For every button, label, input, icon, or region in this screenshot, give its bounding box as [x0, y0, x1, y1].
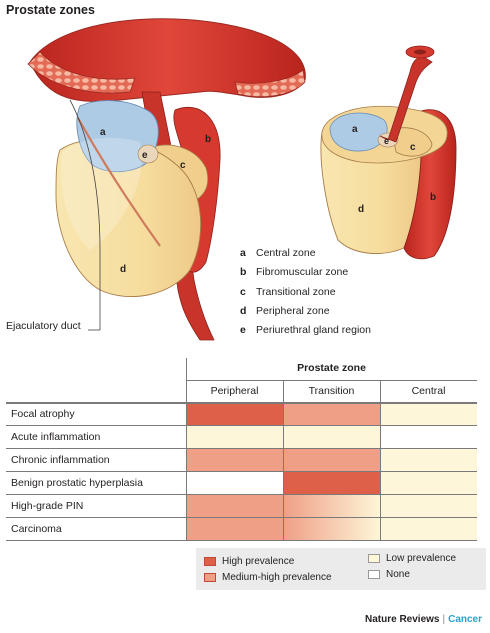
table-row: High-grade PIN	[6, 495, 477, 518]
prevalence-cell-transition	[283, 472, 380, 495]
column-header-peripheral: Peripheral	[210, 385, 259, 397]
zone-key-letter: a	[240, 247, 246, 259]
prevalence-cell-central	[380, 426, 477, 449]
legend-item-high: High prevalence	[204, 556, 294, 567]
prevalence-cell-transition	[283, 495, 380, 518]
prevalence-cell-central	[380, 403, 477, 426]
table-row: Benign prostatic hyperplasia	[6, 472, 477, 495]
table-rule	[6, 471, 477, 472]
prevalence-cell-peripheral	[186, 403, 283, 426]
figure-title: Prostate zones	[6, 3, 95, 17]
prevalence-cell-central	[380, 449, 477, 472]
zone-key-e: e Periurethral gland region	[240, 321, 371, 340]
row-label: Focal atrophy	[11, 408, 75, 420]
right-label-c: c	[410, 142, 416, 153]
table-rule	[6, 425, 477, 426]
table-rule	[6, 540, 477, 541]
left-label-c: c	[180, 160, 186, 171]
right-label-e: e	[384, 136, 389, 146]
credit-line: Nature Reviews|Cancer	[365, 614, 482, 625]
right-prostate-diagram: a b c d e	[320, 45, 457, 260]
row-label: Carcinoma	[11, 523, 62, 535]
row-label: High-grade PIN	[11, 500, 84, 512]
credit-separator: |	[442, 614, 446, 625]
prostate-anatomy-illustration: a b c d e a b c d e	[27, 18, 457, 341]
left-label-b: b	[205, 134, 211, 145]
zone-key-letter: b	[240, 266, 247, 279]
legend-swatch	[204, 557, 216, 566]
legend-label: None	[386, 569, 410, 580]
legend-swatch	[368, 554, 380, 563]
left-label-a: a	[100, 127, 106, 138]
zone-key-name: Fibromuscular zone	[256, 266, 349, 279]
zone-key-letter: e	[240, 324, 246, 337]
zone-key-d: d Peripheral zone	[240, 302, 371, 321]
legend-label: High prevalence	[222, 556, 295, 567]
legend-item-low: Low prevalence	[368, 553, 456, 564]
legend-swatch	[368, 570, 380, 579]
table-rule	[186, 358, 187, 541]
prevalence-cell-transition	[283, 403, 380, 426]
publisher-brand: Nature Reviews	[365, 614, 440, 625]
zone-key-name: Periurethral gland region	[256, 324, 371, 337]
legend-item-medium-high: Medium-high prevalence	[204, 572, 332, 583]
right-label-a: a	[352, 124, 358, 135]
table-rule	[6, 494, 477, 495]
table-row: Focal atrophy	[6, 403, 477, 426]
journal-name: Cancer	[448, 614, 482, 625]
right-label-b: b	[430, 192, 436, 203]
prevalence-cell-central	[380, 495, 477, 518]
zone-key-letter: c	[240, 285, 246, 298]
left-label-e: e	[142, 150, 148, 161]
table-rule	[6, 448, 477, 449]
prevalence-cell-peripheral	[186, 426, 283, 449]
zone-key-b: b Fibromuscular zone	[240, 263, 371, 282]
legend-label: Low prevalence	[386, 553, 457, 564]
prevalence-cell-transition	[283, 426, 380, 449]
row-label: Acute inflammation	[11, 431, 101, 443]
prevalence-cell-central	[380, 472, 477, 495]
left-label-d: d	[120, 264, 126, 275]
table-rule	[6, 517, 477, 518]
zone-key-letter: d	[240, 304, 247, 317]
table-group-header: Prostate zone	[297, 362, 366, 374]
table-rule	[186, 380, 477, 381]
table-row: Acute inflammation	[6, 426, 477, 449]
column-header-central: Central	[411, 385, 446, 397]
zone-key-name: Transitional zone	[256, 285, 336, 298]
prevalence-cell-transition	[283, 449, 380, 472]
zone-key-a: a Central zone	[240, 244, 371, 263]
right-label-d: d	[358, 204, 364, 215]
prevalence-cell-central	[380, 518, 477, 541]
prevalence-cell-peripheral	[186, 495, 283, 518]
legend-label: Medium-high prevalence	[222, 572, 332, 583]
ejaculatory-duct-label: Ejaculatory duct	[6, 320, 81, 332]
table-rule	[380, 380, 381, 541]
prevalence-cell-peripheral	[186, 472, 283, 495]
zone-key-c: c Transitional zone	[240, 283, 371, 302]
column-header-transition: Transition	[308, 385, 355, 397]
row-label: Benign prostatic hyperplasia	[11, 477, 143, 489]
prevalence-cell-peripheral	[186, 449, 283, 472]
zone-key-name: Peripheral zone	[256, 304, 330, 317]
row-label: Chronic inflammation	[11, 454, 110, 466]
prevalence-cell-transition	[283, 518, 380, 541]
left-prostate-diagram: a b c d e	[27, 18, 306, 341]
legend-item-none: None	[368, 569, 410, 580]
legend-swatch	[204, 573, 216, 582]
zone-key-name: Central zone	[256, 247, 316, 259]
prevalence-cell-peripheral	[186, 518, 283, 541]
zone-key-list: a Central zone b Fibromuscular zone c Trans…	[240, 244, 371, 340]
prevalence-legend: High prevalence Medium-high prevalence L…	[196, 548, 486, 590]
table-rule	[283, 380, 284, 541]
table-rule	[6, 402, 477, 404]
table-row: Chronic inflammation	[6, 449, 477, 472]
table-row: Carcinoma	[6, 518, 477, 541]
